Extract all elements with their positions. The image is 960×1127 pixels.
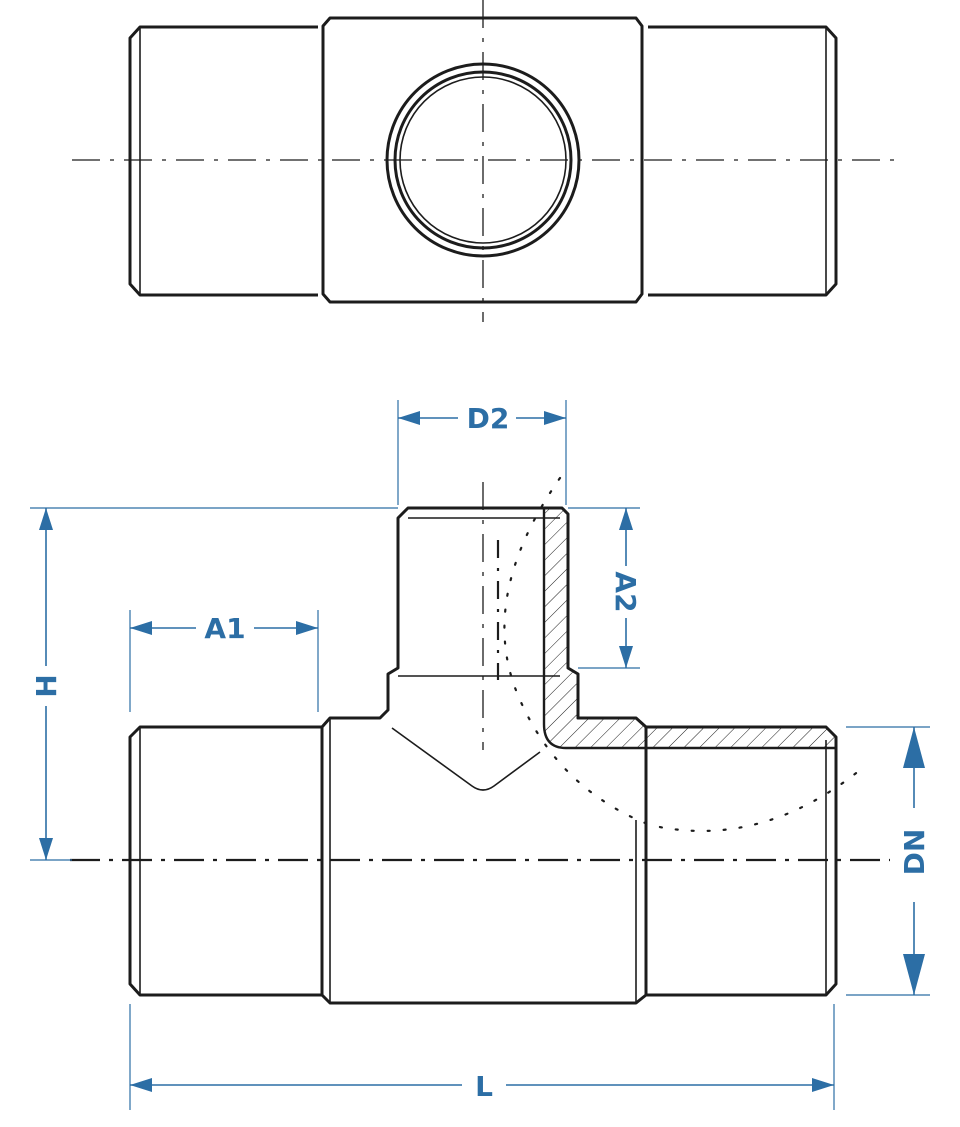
dimension-a1: A1 <box>129 610 319 712</box>
branch-bore-cone <box>391 727 541 791</box>
top-view-body <box>321 16 644 304</box>
dimensions: D2 H A1 <box>30 400 931 1110</box>
dimension-h-label: H <box>30 674 63 697</box>
front-view-body <box>320 506 648 1005</box>
dimension-dn: DN <box>846 726 931 996</box>
dimension-l-label: L <box>475 1070 493 1103</box>
dimension-dn-label: DN <box>898 829 931 876</box>
dimension-a2: A2 <box>568 507 642 669</box>
section-hatch <box>542 506 838 750</box>
dimension-l: L <box>129 1004 835 1110</box>
top-view <box>72 0 895 322</box>
dimension-d2-label: D2 <box>467 402 510 435</box>
dimension-d2: D2 <box>397 400 567 505</box>
front-view <box>70 476 890 1005</box>
dimension-a1-label: A1 <box>204 612 245 645</box>
dimension-h: H <box>30 507 398 861</box>
top-view-right-pipe <box>648 25 838 297</box>
dimension-a2-label: A2 <box>609 571 642 612</box>
top-view-left-pipe <box>128 25 318 297</box>
